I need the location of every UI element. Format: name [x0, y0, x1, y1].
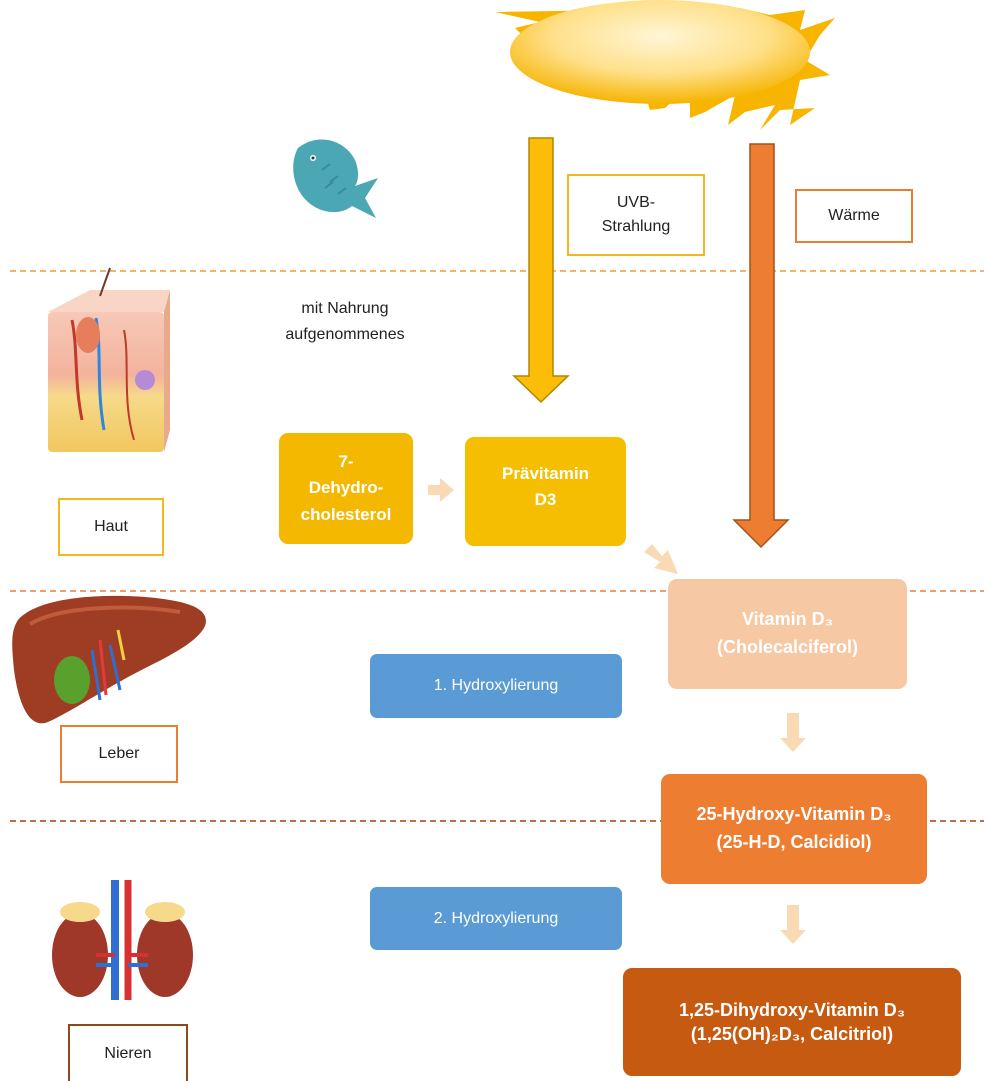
node-calcidiol-line2: (25-H-D, Calcidiol): [716, 832, 872, 852]
sun-icon: [495, 0, 835, 130]
organ-label-nieren-text: Nieren: [104, 1044, 152, 1062]
node-7-dehydrocholesterol: 7- Dehydro- cholesterol: [279, 433, 413, 544]
food-label: mit Nahrung aufgenommenes: [255, 296, 435, 347]
food-label-line1: mit Nahrung: [301, 300, 389, 317]
node-calcitriol-line2: (1,25(OH)₂D₃, Calcitriol): [690, 1024, 894, 1044]
uvb-arrow: [512, 137, 570, 404]
arrow-calcidiol-to-calcitriol: [780, 905, 806, 944]
node-7dhc-line2: Dehydro-: [308, 478, 384, 498]
step-second-hydroxylation: 2. Hydroxylierung: [370, 887, 622, 950]
step-first-hydroxylation: 1. Hydroxylierung: [370, 654, 622, 718]
step-first-label: 1. Hydroxylierung: [433, 677, 559, 694]
uvb-label-line1: UVB-: [616, 194, 656, 211]
organ-label-leber-text: Leber: [98, 745, 140, 762]
kidneys-icon: [52, 880, 193, 1000]
warmth-label-box: Wärme: [795, 189, 913, 243]
skin-cross-section-icon: [48, 267, 170, 452]
uvb-label-line2: Strahlung: [601, 218, 671, 235]
node-vitd3-line2: (Cholecalciferol): [716, 637, 859, 657]
node-calcitriol-line1: 1,25-Dihydroxy-Vitamin D₃: [678, 999, 906, 1020]
organ-label-haut: Haut: [58, 498, 164, 556]
fish-icon: [293, 139, 378, 218]
node-pravitamin-line2: D3: [534, 490, 557, 510]
food-label-line2: aufgenommenes: [285, 325, 405, 343]
organ-label-leber: Leber: [60, 725, 178, 783]
node-vitd3-line1: Vitamin D₃: [741, 609, 833, 630]
node-calcitriol: 1,25-Dihydroxy-Vitamin D₃ (1,25(OH)₂D₃, …: [623, 968, 961, 1076]
warmth-label: Wärme: [828, 207, 880, 224]
node-pravitamin-line1: Prävitamin: [502, 464, 589, 483]
organ-label-haut-text: Haut: [94, 518, 128, 535]
node-calcidiol-line1: 25-Hydroxy-Vitamin D₃: [696, 804, 892, 825]
node-vitamin-d3: Vitamin D₃ (Cholecalciferol): [668, 579, 907, 689]
node-7dhc-line1: 7-: [338, 451, 354, 471]
step-second-label: 2. Hydroxylierung: [433, 909, 559, 927]
node-7dhc-line3: cholesterol: [300, 504, 392, 524]
uvb-label-box: UVB- Strahlung: [567, 174, 705, 256]
arrow-vitd3-to-calcidiol: [780, 713, 806, 752]
arrow-7dhc-to-pravitamin: [428, 478, 454, 502]
node-calcidiol: 25-Hydroxy-Vitamin D₃ (25-H-D, Calcidiol…: [661, 774, 927, 884]
organ-label-nieren: Nieren: [68, 1024, 188, 1081]
node-pravitamin-d3: Prävitamin D3: [465, 437, 626, 546]
heat-arrow: [732, 143, 790, 549]
liver-icon: [12, 595, 206, 724]
arrow-pravitamin-to-vitd3: [644, 544, 678, 574]
